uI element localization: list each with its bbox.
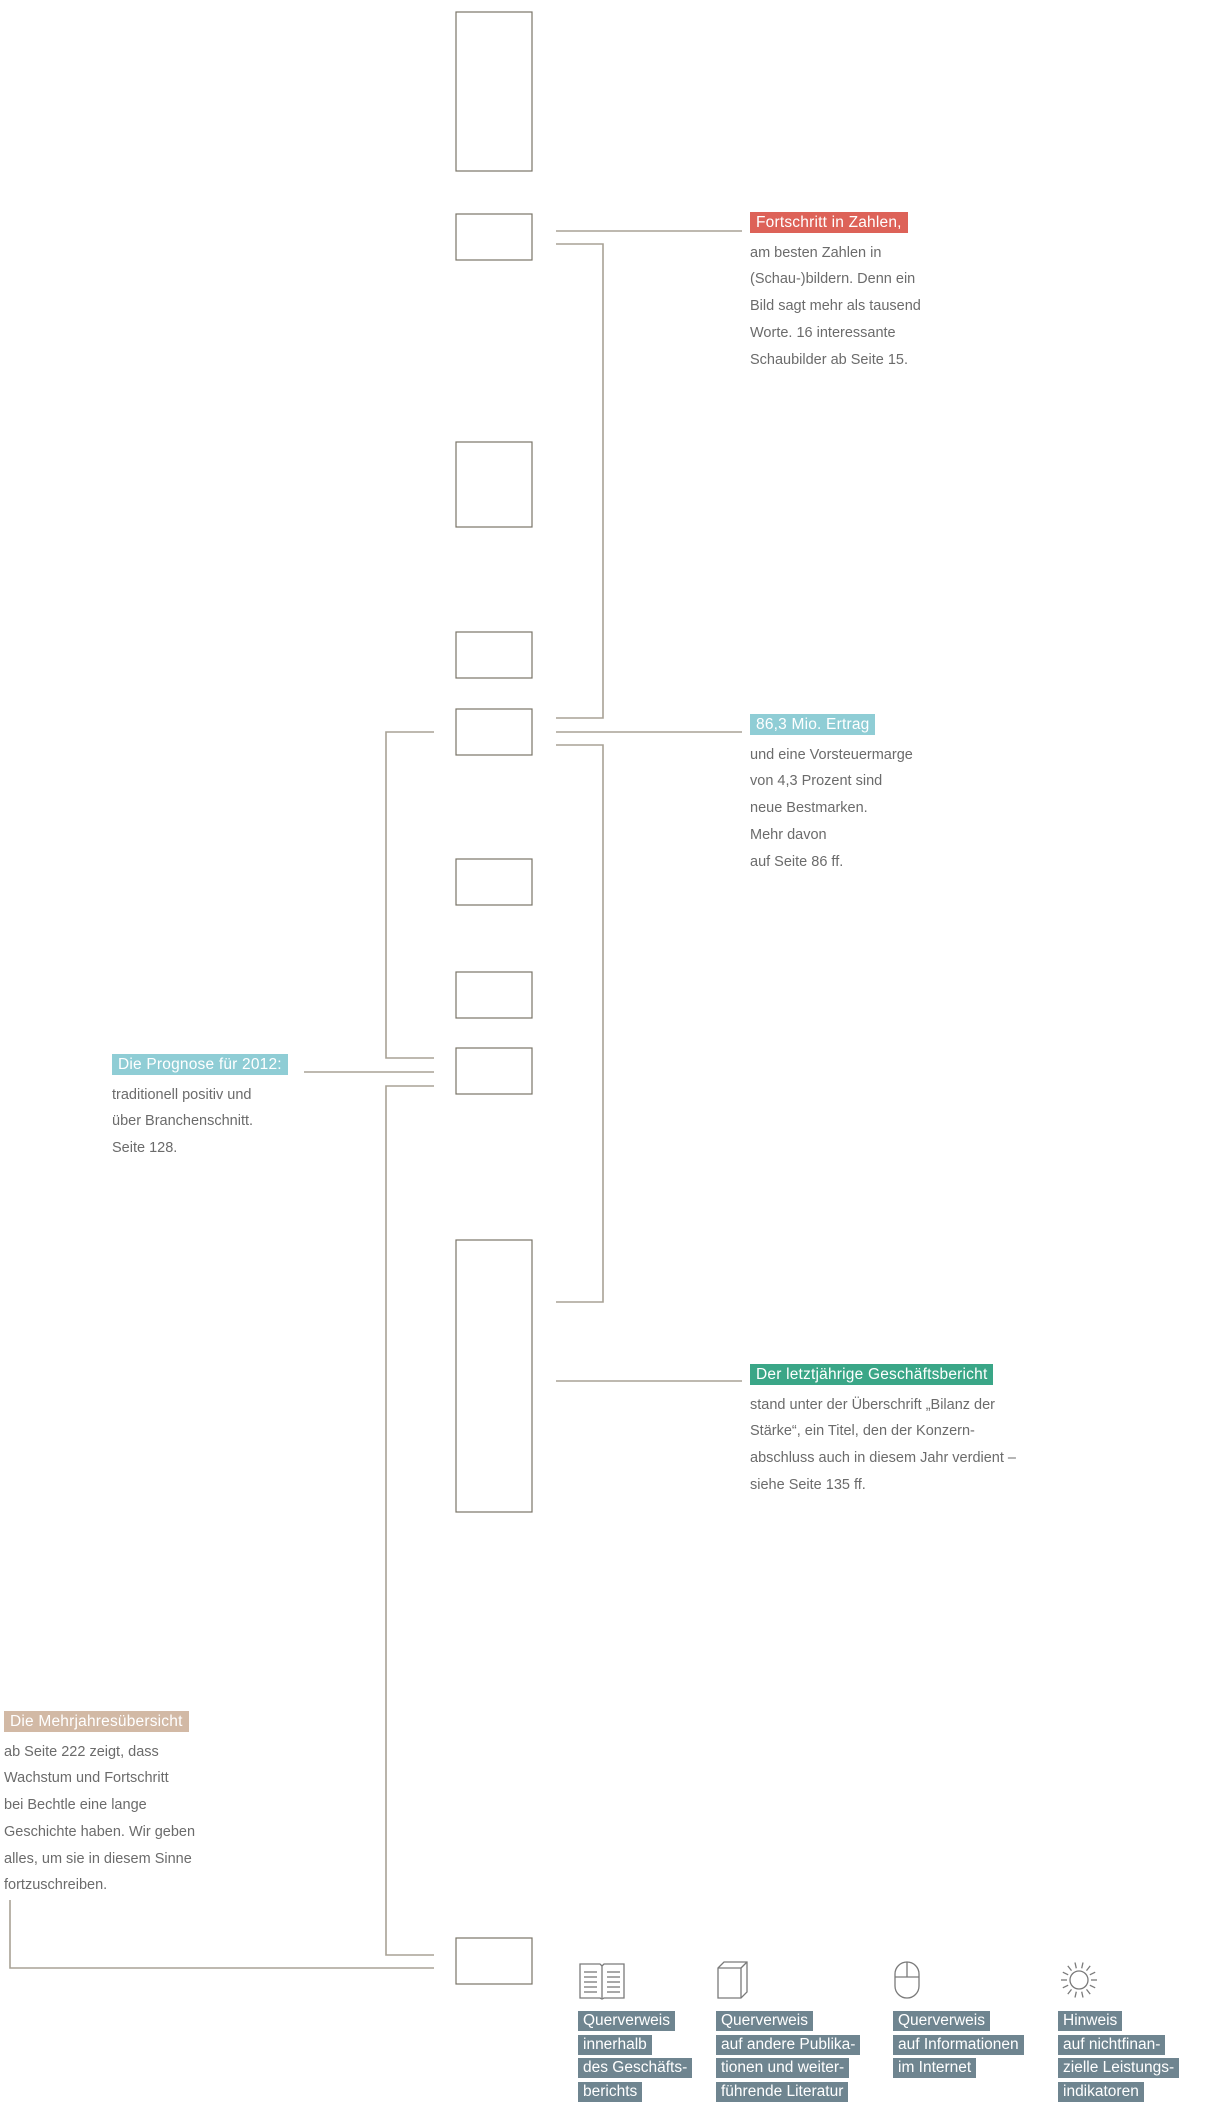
legend-label-line: Querverweis bbox=[893, 2011, 990, 2031]
legend-open-book: Querverweis innerhalb des Geschäfts-berich… bbox=[578, 1960, 693, 2104]
callout-tag: Der letztjährige Geschäftsbericht bbox=[750, 1364, 994, 1385]
callout-body-line: von 4,3 Prozent sind bbox=[750, 773, 883, 790]
callout-body-line: abschluss auch in diesem Jahr verdient – bbox=[750, 1450, 1016, 1467]
callout-body-line: Geschichte haben. Wir geben bbox=[4, 1823, 196, 1840]
page-box-3 bbox=[455, 441, 533, 528]
legend-label-line: Querverweis bbox=[716, 2011, 813, 2031]
callout-ertrag: 86,3 Mio. Ertrag und eine Vorsteuermarge… bbox=[750, 712, 1010, 875]
callout-body-line: Bild sagt mehr als tausend bbox=[750, 298, 921, 315]
connector-bracket-upper-right bbox=[556, 243, 604, 719]
callout-mehrjahres: Die Mehrjahresübersicht ab Seite 222 zei… bbox=[4, 1709, 234, 1899]
callout-body-line: und eine Vorsteuermarge bbox=[750, 746, 913, 763]
callout-fortschritt: Fortschritt in Zahlen, am besten Zahlen … bbox=[750, 210, 1010, 373]
page-box-7 bbox=[455, 971, 533, 1019]
legend-label-line: auf andere Publika- bbox=[716, 2034, 861, 2055]
connector-mehrjahres bbox=[9, 1900, 434, 1969]
callout-body-line: Schaubilder ab Seite 15. bbox=[750, 351, 908, 368]
callout-body-line: auf Seite 86 ff. bbox=[750, 853, 844, 870]
connector-lines bbox=[9, 230, 742, 1969]
legend-label-line: zielle Leistungs- bbox=[1058, 2058, 1180, 2078]
legend-label: Querverweis auf andere Publika-tionen und… bbox=[716, 2010, 861, 2104]
legend-label-line: auf nichtfinan- bbox=[1058, 2034, 1166, 2055]
callout-body-line: neue Bestmarken. bbox=[750, 800, 868, 817]
closed-book-icon bbox=[717, 1961, 748, 1999]
connector-bracket-lower-left bbox=[385, 1085, 434, 1956]
legend-label-line: Hinweis bbox=[1058, 2011, 1123, 2031]
legend-label-line: führende Literatur bbox=[716, 2081, 849, 2102]
legend-label-line: auf Informationen bbox=[893, 2034, 1024, 2055]
legend-label-line: des Geschäfts- bbox=[578, 2058, 693, 2078]
callout-body-line: am besten Zahlen in bbox=[750, 244, 882, 261]
callout-body-line: fortzuschreiben. bbox=[4, 1877, 108, 1894]
callout-body-line: ab Seite 222 zeigt, dass bbox=[4, 1743, 159, 1760]
legend-label-line: berichts bbox=[578, 2081, 643, 2102]
callout-tag: Die Prognose für 2012: bbox=[112, 1054, 288, 1075]
callout-body: am besten Zahlen in (Schau-)bildern. Denn… bbox=[750, 240, 1010, 374]
callout-body-line: bei Bechtle eine lange bbox=[4, 1797, 147, 1814]
callout-geschaeftsbericht: Der letztjährige Geschäftsbericht stand … bbox=[750, 1362, 1070, 1499]
page-box-2 bbox=[455, 213, 533, 261]
legend-label-line: tionen und weiter- bbox=[716, 2058, 850, 2078]
legend-closed-book: Querverweis auf andere Publika-tionen und… bbox=[716, 1960, 861, 2104]
open-book-icon bbox=[579, 1963, 625, 2000]
callout-tag: Die Mehrjahresübersicht bbox=[4, 1711, 189, 1732]
page-box-6 bbox=[455, 858, 533, 906]
callout-body-line: Stärke“, ein Titel, den der Konzern- bbox=[750, 1423, 975, 1440]
callout-body-line: stand unter der Überschrift „Bilanz der bbox=[750, 1396, 995, 1413]
callout-body-line: (Schau-)bildern. Denn ein bbox=[750, 271, 916, 288]
callout-body-line: Wachstum und Fortschritt bbox=[4, 1770, 169, 1787]
legend-label: Hinweis auf nichtfinan-zielle Leistungs-i… bbox=[1058, 2010, 1180, 2104]
page-box-9 bbox=[455, 1239, 533, 1513]
legend-label-line: Querverweis bbox=[578, 2011, 675, 2031]
page-box-4 bbox=[455, 631, 533, 679]
callout-body-line: Worte. 16 interessante bbox=[750, 324, 896, 341]
legend-label: Querverweis innerhalb des Geschäfts-berich… bbox=[578, 2010, 693, 2104]
page-box-8 bbox=[455, 1047, 533, 1095]
page-box-5 bbox=[455, 708, 533, 756]
callout-tag: 86,3 Mio. Ertrag bbox=[750, 714, 876, 735]
callout-body-line: alles, um sie in diesem Sinne bbox=[4, 1850, 192, 1867]
page-box-10 bbox=[455, 1937, 533, 1985]
legend-label-line: innerhalb bbox=[578, 2034, 652, 2055]
sun-icon bbox=[1061, 1962, 1097, 1998]
connector-bracket-upper-left bbox=[385, 731, 434, 1059]
computer-mouse-icon bbox=[894, 1961, 920, 1999]
legend-sun: Hinweis auf nichtfinan-zielle Leistungs-i… bbox=[1058, 1960, 1180, 2104]
callout-body-line: Seite 128. bbox=[112, 1140, 178, 1157]
legend-label: Querverweis auf Informationen im Internet bbox=[893, 2010, 1024, 2081]
callout-body: traditionell positiv und über Branchensch… bbox=[112, 1082, 332, 1162]
callout-body-line: traditionell positiv und bbox=[112, 1086, 252, 1103]
page-boxes bbox=[455, 11, 533, 1985]
page-box-1 bbox=[455, 11, 533, 172]
legend-computer-mouse: Querverweis auf Informationen im Internet bbox=[893, 1960, 1024, 2081]
callout-body-line: Mehr davon bbox=[750, 826, 827, 843]
callout-body-line: siehe Seite 135 ff. bbox=[750, 1476, 866, 1493]
connector-bracket-lower-right bbox=[556, 744, 604, 1303]
callout-tag: Fortschritt in Zahlen, bbox=[750, 212, 908, 233]
callout-body: und eine Vorsteuermarge von 4,3 Prozent s… bbox=[750, 742, 1010, 876]
callout-prognose: Die Prognose für 2012: traditionell posi… bbox=[112, 1052, 332, 1162]
callout-body-line: über Branchenschnitt. bbox=[112, 1113, 254, 1130]
legend-label-line: im Internet bbox=[893, 2058, 977, 2078]
legend-label-line: indikatoren bbox=[1058, 2081, 1144, 2102]
